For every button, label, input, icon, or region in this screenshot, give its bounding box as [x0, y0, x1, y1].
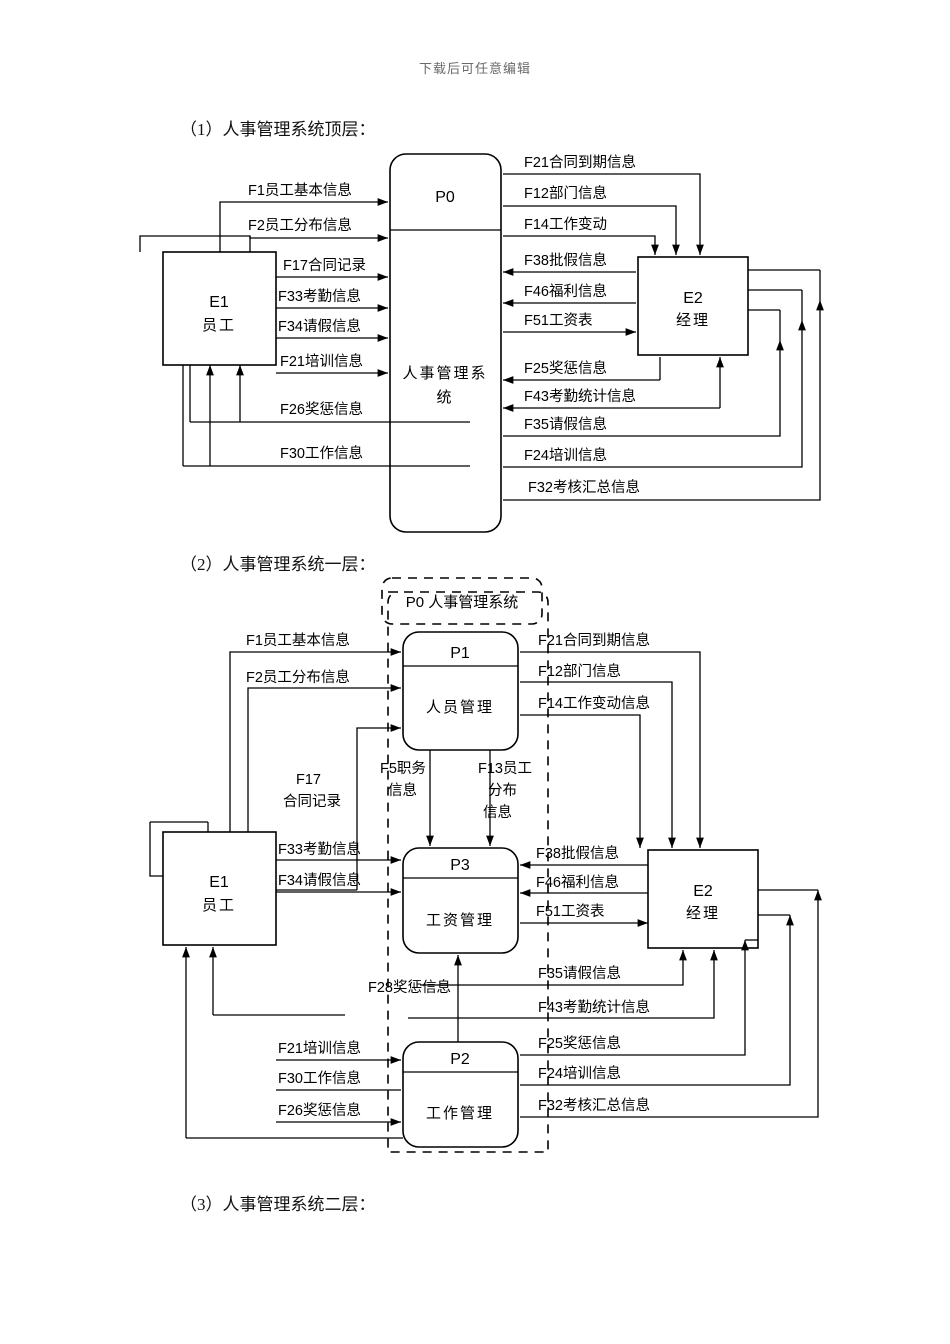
flow-f17-label-line2-l1: 合同记录	[283, 793, 341, 810]
flow-f1-line-l1	[229, 648, 401, 832]
flow-f43-line-l1	[408, 950, 718, 1019]
entity-e2-box	[637, 256, 749, 356]
process-p1-name: 人员管理	[426, 699, 494, 716]
flow-f35-line-l1	[420, 950, 687, 986]
entity-e1-name-l1: 员工	[202, 897, 236, 914]
flow-f14-label-l1: F14工作变动信息	[538, 695, 650, 712]
flow-f21-label-l1: F21培训信息	[278, 1040, 361, 1057]
flow-f25-label-l1: F25奖惩信息	[538, 1035, 621, 1052]
flow-f26-label: F26奖惩信息	[280, 401, 363, 418]
process-p2-box	[402, 1041, 519, 1148]
flow-f24-label-l1: F24培训信息	[538, 1065, 621, 1082]
entity-e1-id: E1	[209, 294, 229, 311]
flow-f13-label-line1: F13员工	[478, 761, 532, 777]
flow-f35-label: F35请假信息	[524, 416, 607, 433]
process-p1-box	[402, 631, 519, 751]
flow-f21-right-label-l1: F21合同到期信息	[538, 632, 650, 649]
dfd-top-level-diagram: E1 员工 E2 经理 P0 人事管理系 统 F1员工基本信息 F2员工分布信息…	[0, 140, 950, 545]
flow-f5-label-line1: F5职务	[380, 760, 426, 777]
process-p0-name-line2: 统	[436, 389, 453, 406]
flow-f34-label-l1: F34请假信息	[278, 872, 361, 889]
flow-f46-label: F46福利信息	[524, 283, 607, 300]
boundary-label-text: P0 人事管理系统	[406, 594, 519, 611]
entity-e1-id-l1: E1	[209, 874, 229, 891]
flow-f25-label: F25奖惩信息	[524, 360, 607, 377]
flow-f21-right-line-l1	[520, 651, 704, 848]
flow-f14-line	[503, 235, 659, 255]
process-p1-id: P1	[450, 645, 470, 662]
flow-f2-line	[139, 234, 388, 242]
flow-f12-label: F12部门信息	[524, 185, 607, 202]
flow-f21-left-label: F21培训信息	[280, 353, 363, 370]
flow-f32-label-l1: F32考核汇总信息	[538, 1097, 650, 1114]
entity-e1-name: 员工	[202, 317, 236, 334]
flow-f38-label-l1: F38批假信息	[536, 845, 619, 862]
process-p0-box	[389, 153, 502, 533]
flow-f35-label-l1: F35请假信息	[538, 965, 621, 982]
process-p0-name-line1: 人事管理系	[402, 365, 487, 382]
flow-f12-label-l1: F12部门信息	[538, 663, 621, 680]
entity-e2-id: E2	[683, 290, 703, 307]
flow-f51-label-l1: F51工资表	[536, 903, 605, 920]
flow-f43-label-l1: F43考勤统计信息	[538, 999, 650, 1016]
flow-f35-line	[503, 340, 784, 437]
flow-f24-line-l1	[520, 915, 794, 1086]
flow-f17-label-line1-l1: F17	[296, 772, 321, 788]
flow-f1-line	[219, 198, 388, 252]
flow-f34-label: F34请假信息	[278, 318, 361, 335]
entity-e2-name: 经理	[676, 312, 710, 329]
flow-f33-label-l1: F33考勤信息	[278, 841, 361, 858]
flow-f24-label: F24培训信息	[524, 447, 607, 464]
process-p3-name: 工资管理	[426, 912, 494, 929]
flow-f32-line-l1	[520, 890, 822, 1118]
process-p3-id: P3	[450, 857, 470, 874]
flow-f14-line-l1	[520, 714, 644, 848]
flow-f30-label: F30工作信息	[280, 445, 363, 462]
flow-f2-line-l1	[247, 684, 401, 832]
flow-f38-label: F38批假信息	[524, 252, 607, 269]
flow-f1-label-l1: F1员工基本信息	[246, 632, 350, 649]
flow-f28-label: F28奖惩信息	[368, 979, 451, 996]
process-p0-id: P0	[435, 189, 455, 206]
flow-f32-line	[503, 300, 824, 501]
process-p3-box	[402, 847, 519, 954]
entity-e1-box	[162, 251, 277, 366]
process-p2-name: 工作管理	[426, 1105, 494, 1122]
entity-e2-box-l1	[647, 849, 759, 949]
flow-f21-right-line	[503, 173, 704, 255]
dfd-level-one-diagram: P0 人事管理系统 E1 员工 E2 经理 P1 人员管理 P3 工资管理 P2…	[0, 560, 950, 1185]
section-title-level-one: （2）人事管理系统一层：	[180, 555, 376, 574]
flow-f5-label-line2: 信息	[388, 782, 417, 799]
flow-f32-label: F32考核汇总信息	[528, 479, 640, 496]
flow-f1-label: F1员工基本信息	[248, 182, 352, 199]
flow-f13-label-line3: 信息	[483, 804, 512, 821]
flow-f24-line	[503, 320, 806, 468]
flow-f21-right-label: F21合同到期信息	[524, 154, 636, 171]
flow-f30-label-l1: F30工作信息	[278, 1070, 361, 1087]
flow-f46-label-l1: F46福利信息	[536, 874, 619, 891]
flow-f12-line	[503, 205, 680, 255]
flow-f2-label: F2员工分布信息	[248, 217, 352, 234]
flow-f17-line-l1	[356, 724, 401, 890]
flow-f12-line-l1	[520, 681, 676, 848]
boundary-label-box	[381, 577, 543, 625]
flow-f25-line-l1	[520, 940, 749, 1056]
entity-e2-id-l1: E2	[693, 883, 713, 900]
flow-f14-label: F14工作变动	[524, 216, 607, 233]
flow-f26-label-l1: F26奖惩信息	[278, 1102, 361, 1119]
flow-f2-label-l1: F2员工分布信息	[246, 669, 350, 686]
flow-f33-label: F33考勤信息	[278, 288, 361, 305]
entity-e1-box-l1	[162, 831, 277, 946]
flow-f43-label: F43考勤统计信息	[524, 388, 636, 405]
entity-e2-name-l1: 经理	[686, 905, 720, 922]
flow-e1-left-return-l1	[149, 822, 163, 877]
section-title-level-two: （3）人事管理系统二层：	[180, 1195, 376, 1214]
process-p2-id: P2	[450, 1051, 470, 1068]
flow-f13-label-line2: 分布	[488, 782, 517, 799]
page-header-note: 下载后可任意编辑	[418, 61, 531, 76]
flow-f17-label: F17合同记录	[283, 257, 366, 274]
section-title-top-level: （1）人事管理系统顶层：	[180, 120, 376, 139]
flow-f51-label: F51工资表	[524, 312, 593, 329]
